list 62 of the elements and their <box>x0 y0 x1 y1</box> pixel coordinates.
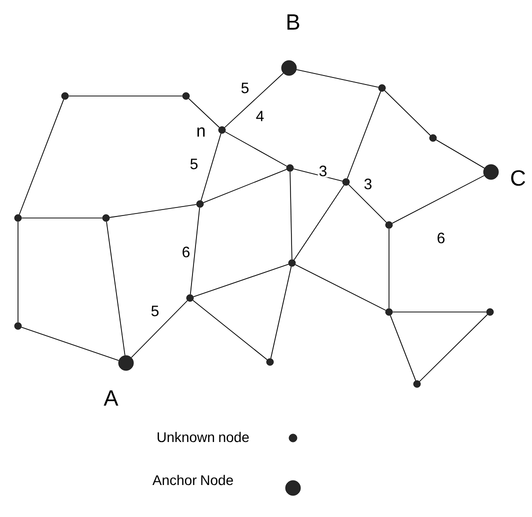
edge-label: 3 <box>362 178 374 190</box>
edge-line <box>384 90 431 136</box>
edge-line <box>106 221 126 356</box>
node-dot <box>196 200 204 208</box>
node-dot <box>281 60 297 76</box>
node-dot <box>118 355 134 371</box>
edge-line <box>224 72 284 128</box>
edge-line <box>188 98 220 128</box>
node-label: n <box>197 127 205 137</box>
node-dot <box>288 259 296 267</box>
edge-line <box>436 139 485 168</box>
node-dot <box>483 164 499 180</box>
node-dot <box>218 126 226 134</box>
edge-line <box>18 99 64 215</box>
node-dot <box>14 322 22 330</box>
edge-line <box>190 207 200 295</box>
edge-line <box>193 264 289 298</box>
edge-line <box>200 133 222 201</box>
edge-line <box>131 300 188 358</box>
node-dot <box>186 294 194 302</box>
edge-line <box>293 168 343 182</box>
edge-line <box>346 91 382 179</box>
node-label: B <box>287 14 300 30</box>
edge-line <box>290 171 292 260</box>
legend-text: Unknown node <box>158 432 249 442</box>
edge-label: 5 <box>188 158 200 170</box>
node-dot <box>413 380 421 388</box>
edge-line <box>203 168 287 204</box>
node-dot <box>182 92 190 100</box>
node-dot <box>286 164 294 172</box>
edge-label: 6 <box>436 232 446 244</box>
edge-label: 4 <box>254 110 266 122</box>
node-dot <box>486 308 494 316</box>
node-dot <box>266 358 274 366</box>
node-dot <box>385 221 393 229</box>
edge-line <box>294 264 386 311</box>
edge-label: 6 <box>180 246 192 258</box>
node-dot <box>61 92 69 100</box>
edge-line <box>296 69 379 88</box>
node-label: A <box>104 390 118 406</box>
edge-line <box>348 184 387 223</box>
legend-text: Anchor Node <box>152 474 233 486</box>
node-dot <box>378 84 386 92</box>
edge-label: 5 <box>150 304 160 318</box>
node-dot <box>14 214 22 222</box>
node-dot <box>342 178 350 186</box>
edge-line <box>224 131 288 167</box>
node-label: C <box>511 170 526 186</box>
edge-line <box>192 300 268 360</box>
edge-line <box>294 184 344 260</box>
node-dot <box>102 214 110 222</box>
edge-line <box>392 175 485 224</box>
edge-label: 5 <box>240 82 250 94</box>
node-dot <box>385 308 393 316</box>
edge-line <box>390 315 416 381</box>
edge-label: 3 <box>318 164 328 178</box>
edge-line <box>270 266 292 359</box>
edge-line <box>388 228 390 309</box>
edge-line <box>419 314 488 382</box>
node-dot <box>429 134 437 142</box>
edge-line <box>21 326 120 361</box>
edge-line <box>109 204 197 218</box>
